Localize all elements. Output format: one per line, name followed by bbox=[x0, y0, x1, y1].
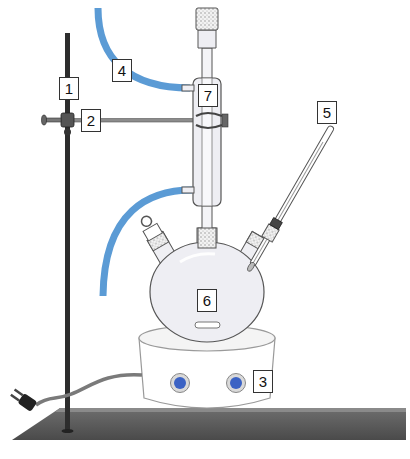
rod-foot bbox=[62, 429, 74, 433]
ground-joint bbox=[198, 228, 216, 248]
power-cord bbox=[36, 375, 142, 405]
clamp-screw bbox=[222, 114, 228, 127]
callout-number: 7 bbox=[204, 88, 212, 103]
bench-edge bbox=[55, 408, 406, 412]
callout-box: 6 bbox=[197, 289, 217, 312]
callout-number: 3 bbox=[259, 374, 267, 389]
water-hose-in bbox=[98, 8, 190, 88]
callout-box: 3 bbox=[253, 370, 273, 393]
glass-highlight bbox=[180, 254, 215, 262]
callout-box: 5 bbox=[317, 101, 337, 124]
round-bottom-flask bbox=[150, 242, 264, 342]
flask-center-neck bbox=[197, 228, 217, 250]
hose-nipple bbox=[182, 187, 194, 193]
screw-handle bbox=[42, 115, 47, 125]
boss-knob bbox=[64, 129, 71, 136]
thermometer bbox=[243, 124, 337, 275]
callout-number: 4 bbox=[118, 63, 126, 78]
callout-box: 7 bbox=[198, 84, 218, 107]
condenser-top-joint bbox=[198, 30, 216, 48]
condenser-inner-tube bbox=[202, 48, 212, 233]
condenser-jacket bbox=[193, 78, 221, 206]
clamp-jaw bbox=[196, 113, 222, 128]
hose-nipple bbox=[182, 85, 194, 91]
bench-plate bbox=[12, 408, 406, 440]
drying-tube-cap bbox=[196, 8, 218, 30]
callout-number: 2 bbox=[87, 113, 95, 128]
callout-box: 1 bbox=[59, 77, 79, 100]
control-knob bbox=[227, 374, 246, 393]
callout-box: 2 bbox=[81, 109, 101, 132]
callout-box: 4 bbox=[112, 59, 132, 82]
callout-number: 5 bbox=[323, 105, 331, 120]
callout-number: 6 bbox=[203, 293, 211, 308]
power-plug bbox=[9, 387, 37, 412]
knob-cap bbox=[174, 377, 186, 389]
control-knob bbox=[171, 374, 190, 393]
stir-bar bbox=[195, 322, 220, 328]
callout-number: 1 bbox=[65, 81, 73, 96]
boss-head bbox=[61, 113, 74, 127]
knob-cap bbox=[230, 377, 242, 389]
